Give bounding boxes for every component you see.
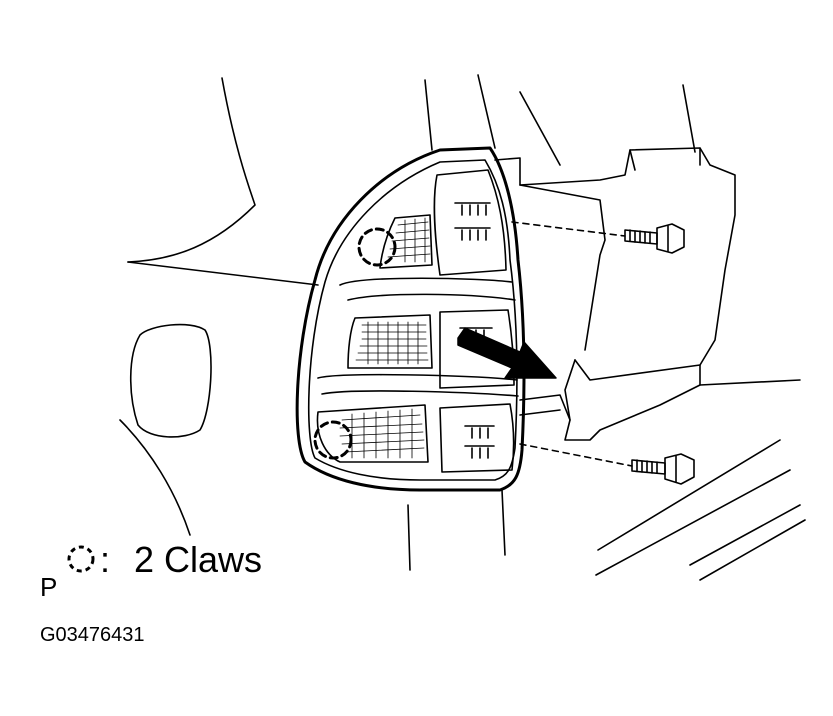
legend-separator: :: [100, 539, 111, 580]
figure-code: G03476431: [40, 624, 145, 646]
bolt-leader-line-lower: [519, 443, 633, 467]
bolt-leader-line-upper: [511, 221, 626, 237]
bolt-upper: [624, 223, 685, 254]
vehicle-body-outline: [119, 74, 696, 571]
reflector-mesh: [339, 217, 431, 459]
claw-marker-upper: [357, 227, 397, 267]
pull-direction-arrow: [457, 327, 557, 379]
claw-marker-lower: [313, 420, 353, 460]
legend-label: 2 Claws: [134, 539, 263, 580]
claw-legend: P : 2 Claws: [40, 538, 360, 602]
legend-prefix: P: [40, 572, 58, 602]
tail-lamp-assembly: [295, 146, 526, 492]
mounting-bracket: [494, 147, 806, 581]
bolt-lower: [631, 453, 695, 485]
fuel-lid: [129, 323, 212, 438]
dashed-circle-icon: [67, 545, 95, 573]
